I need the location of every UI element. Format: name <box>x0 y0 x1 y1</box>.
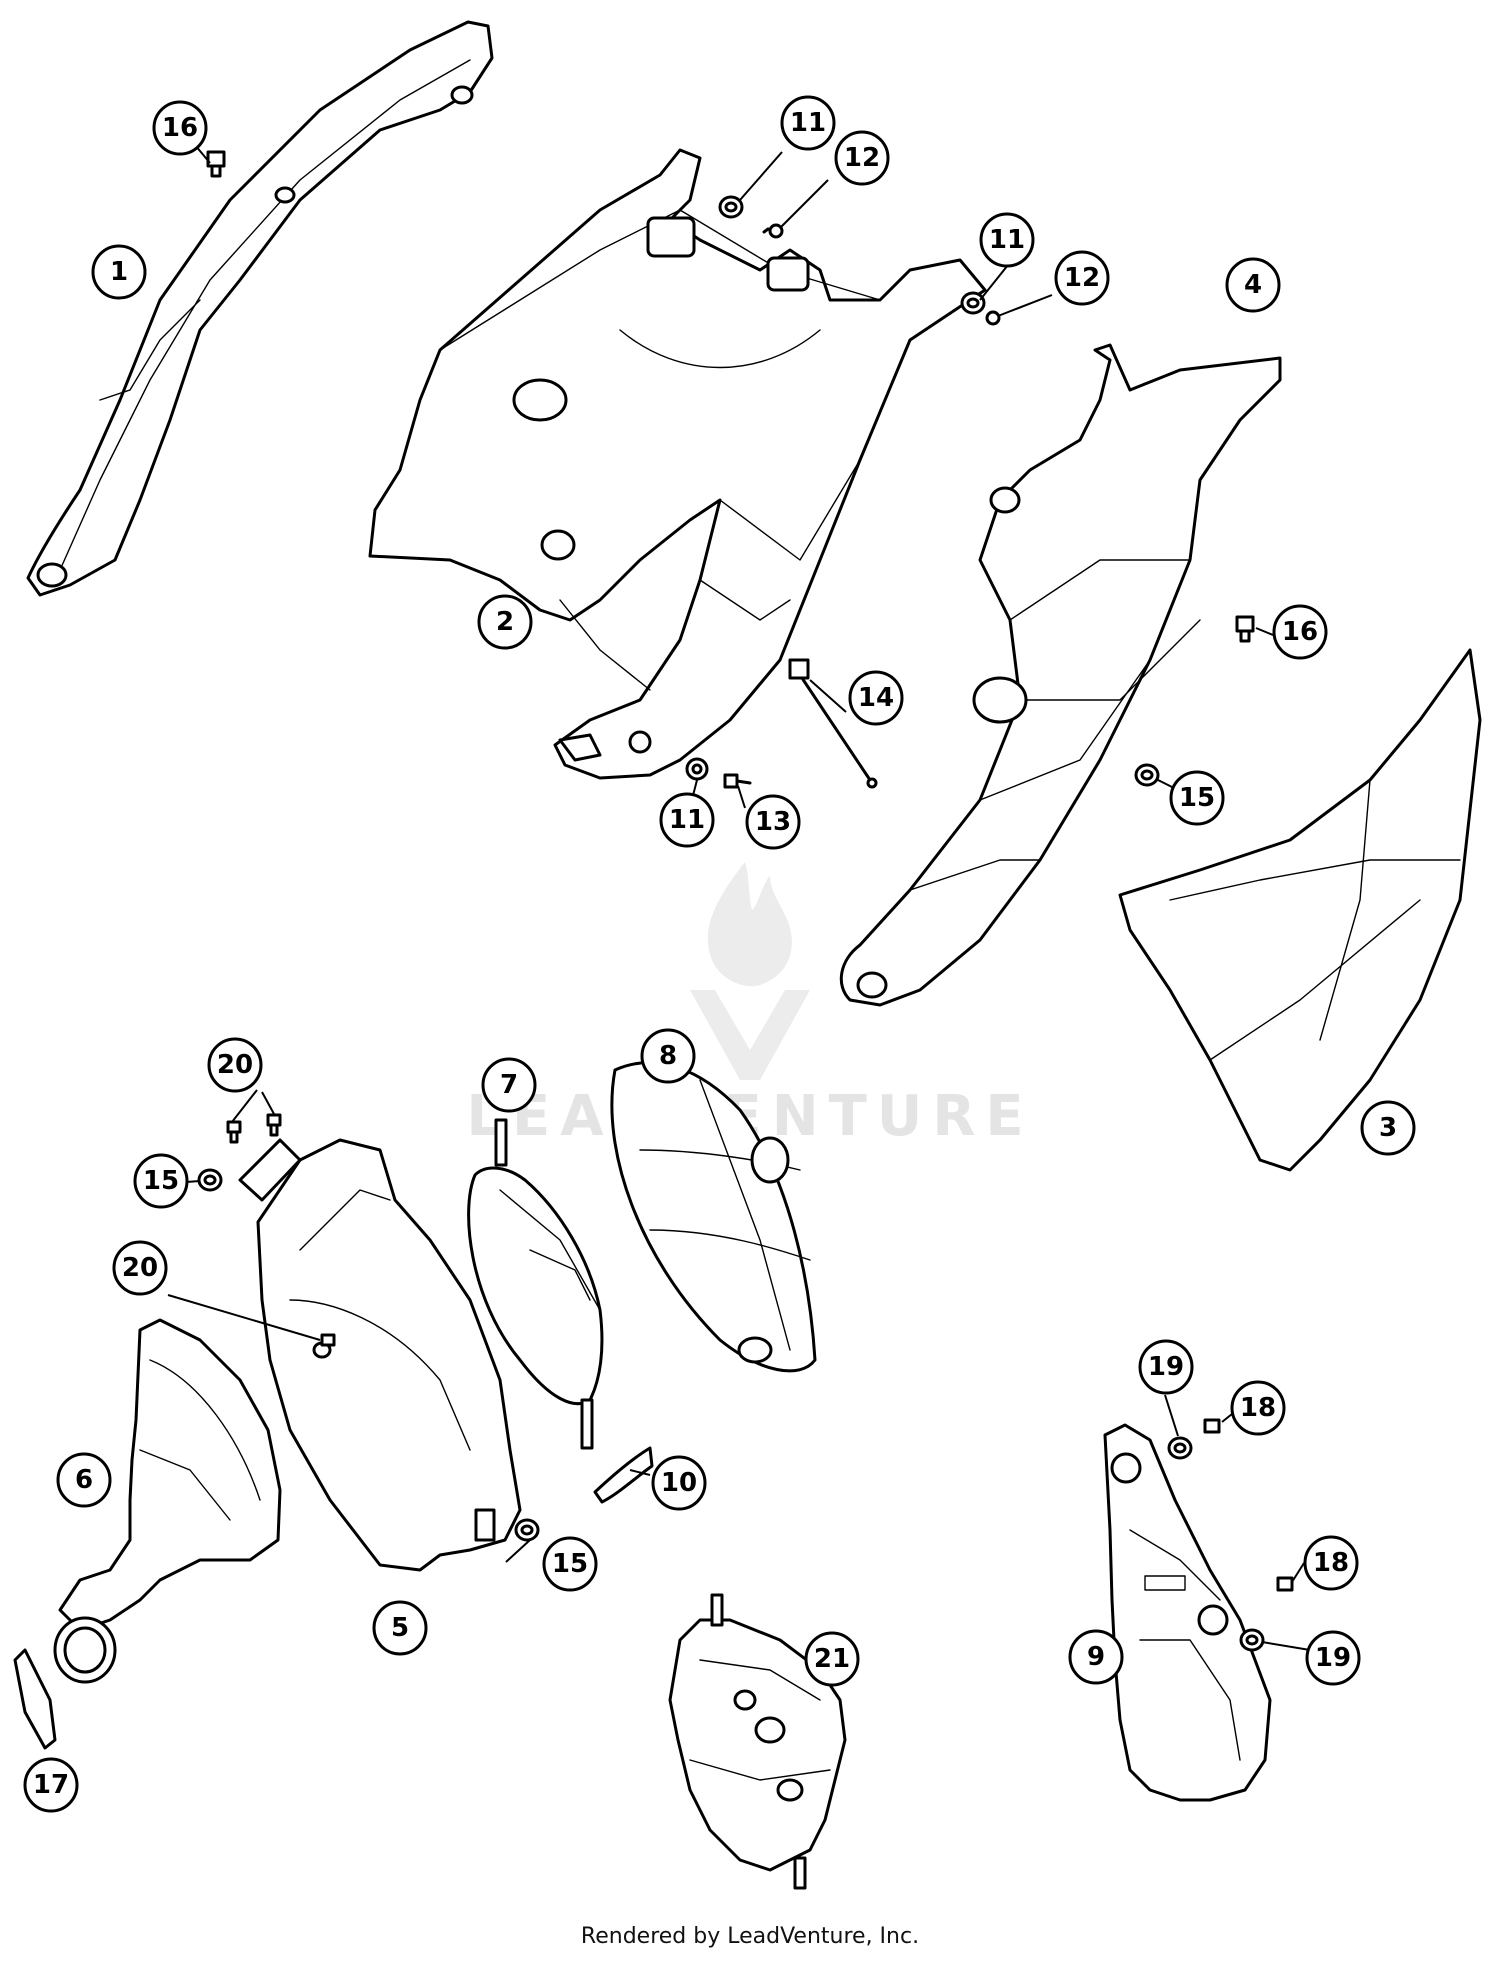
callout-8[interactable]: 8 <box>640 1028 696 1084</box>
svg-text:12: 12 <box>1064 263 1100 293</box>
svg-text:5: 5 <box>391 1613 409 1643</box>
svg-text:11: 11 <box>989 225 1025 255</box>
callouts: 1 2 3 4 5 6 7 8 9 10 11 11 11 12 12 13 1… <box>23 95 1416 1813</box>
watermark-chevron-icon <box>690 990 810 1080</box>
svg-text:15: 15 <box>1179 783 1215 813</box>
callout-20a[interactable]: 20 <box>207 1037 263 1093</box>
svg-text:18: 18 <box>1313 1548 1349 1578</box>
svg-text:17: 17 <box>33 1770 69 1800</box>
part-18-screw-a[interactable] <box>1203 1418 1221 1434</box>
part-18-screw-b[interactable] <box>1276 1576 1294 1592</box>
svg-text:20: 20 <box>122 1253 158 1283</box>
svg-text:10: 10 <box>661 1468 697 1498</box>
callout-1[interactable]: 1 <box>91 244 147 300</box>
part-20-screw-b[interactable] <box>266 1113 282 1137</box>
callout-13[interactable]: 13 <box>745 794 801 850</box>
callout-11b[interactable]: 11 <box>979 212 1035 268</box>
callout-21[interactable]: 21 <box>804 1631 860 1687</box>
svg-text:8: 8 <box>659 1041 677 1071</box>
part-3-number-plate[interactable] <box>1118 648 1482 1172</box>
svg-text:18: 18 <box>1240 1393 1276 1423</box>
svg-text:7: 7 <box>500 1070 518 1100</box>
svg-text:15: 15 <box>552 1549 588 1579</box>
part-12-screw-b[interactable] <box>985 310 1001 326</box>
part-14-tie-rod[interactable] <box>788 658 878 789</box>
part-2-center-frame-panel[interactable] <box>368 148 987 780</box>
callout-18b[interactable]: 18 <box>1303 1535 1359 1591</box>
callout-12b[interactable]: 12 <box>1054 250 1110 306</box>
part-16-screw-a[interactable] <box>206 150 226 178</box>
part-11-grommet-c[interactable] <box>685 757 709 781</box>
svg-text:6: 6 <box>75 1465 93 1495</box>
callout-14[interactable]: 14 <box>848 670 904 726</box>
part-10-clamp[interactable] <box>593 1446 654 1504</box>
callout-3[interactable]: 3 <box>1360 1100 1416 1156</box>
part-20-screw-a[interactable] <box>226 1120 242 1144</box>
svg-text:19: 19 <box>1148 1352 1184 1382</box>
svg-text:13: 13 <box>755 807 791 837</box>
svg-text:19: 19 <box>1315 1643 1351 1673</box>
callout-7[interactable]: 7 <box>481 1057 537 1113</box>
part-8-airbox-cover[interactable] <box>610 1061 817 1373</box>
part-13-screw[interactable] <box>723 773 752 789</box>
part-20-screw-c[interactable] <box>320 1333 336 1347</box>
callout-15b[interactable]: 15 <box>133 1153 189 1209</box>
part-7-air-filter[interactable] <box>467 1118 604 1450</box>
part-4-side-panel[interactable] <box>839 343 1282 1007</box>
callout-16b[interactable]: 16 <box>1272 604 1328 660</box>
callout-20b[interactable]: 20 <box>112 1240 168 1296</box>
svg-text:21: 21 <box>814 1644 850 1674</box>
callout-19a[interactable]: 19 <box>1138 1339 1194 1395</box>
part-9-rear-side-panel[interactable] <box>1103 1423 1272 1802</box>
svg-text:12: 12 <box>844 143 880 173</box>
callout-15c[interactable]: 15 <box>542 1536 598 1592</box>
part-17-sleeve[interactable] <box>13 1648 57 1750</box>
callout-5[interactable]: 5 <box>372 1600 428 1656</box>
part-6-intake-boot[interactable] <box>53 1318 282 1684</box>
svg-text:1: 1 <box>110 257 128 287</box>
part-5-airbox[interactable] <box>238 1138 522 1572</box>
svg-text:16: 16 <box>1282 617 1318 647</box>
callout-12a[interactable]: 12 <box>834 130 890 186</box>
part-19-grommet-a[interactable] <box>1167 1436 1193 1460</box>
callout-9[interactable]: 9 <box>1068 1629 1124 1685</box>
callout-15a[interactable]: 15 <box>1169 770 1225 826</box>
callout-11c[interactable]: 11 <box>659 792 715 848</box>
part-21-airbox-housing[interactable] <box>668 1593 847 1890</box>
svg-text:11: 11 <box>669 805 705 835</box>
svg-text:4: 4 <box>1244 270 1262 300</box>
svg-text:20: 20 <box>217 1050 253 1080</box>
svg-text:2: 2 <box>496 607 514 637</box>
part-11-grommet-b[interactable] <box>960 291 986 315</box>
callout-11a[interactable]: 11 <box>780 95 836 151</box>
callout-19b[interactable]: 19 <box>1305 1630 1361 1686</box>
part-19-grommet-b[interactable] <box>1239 1628 1265 1652</box>
svg-text:9: 9 <box>1087 1642 1105 1672</box>
footer-credit: Rendered by LeadVenture, Inc. <box>580 1924 920 1949</box>
svg-text:14: 14 <box>858 683 894 713</box>
callout-4[interactable]: 4 <box>1225 257 1281 313</box>
part-12-screw-a[interactable] <box>762 223 784 239</box>
svg-text:15: 15 <box>143 1166 179 1196</box>
callout-10[interactable]: 10 <box>651 1455 707 1511</box>
callout-17[interactable]: 17 <box>23 1757 79 1813</box>
hardware <box>197 150 1294 1652</box>
part-16-screw-b[interactable] <box>1235 615 1255 643</box>
part-15-nut-a[interactable] <box>1134 763 1160 787</box>
part-11-grommet-a[interactable] <box>718 195 744 219</box>
part-15-nut-b[interactable] <box>197 1168 223 1192</box>
watermark-flame-icon <box>707 862 792 987</box>
svg-text:11: 11 <box>790 108 826 138</box>
part-1-side-rail[interactable] <box>26 20 494 597</box>
callout-18a[interactable]: 18 <box>1230 1380 1286 1436</box>
callout-6[interactable]: 6 <box>56 1452 112 1508</box>
svg-text:16: 16 <box>162 113 198 143</box>
callout-16a[interactable]: 16 <box>152 100 208 156</box>
part-15-nut-c[interactable] <box>514 1518 540 1542</box>
svg-text:3: 3 <box>1379 1113 1397 1143</box>
callout-2[interactable]: 2 <box>477 594 533 650</box>
